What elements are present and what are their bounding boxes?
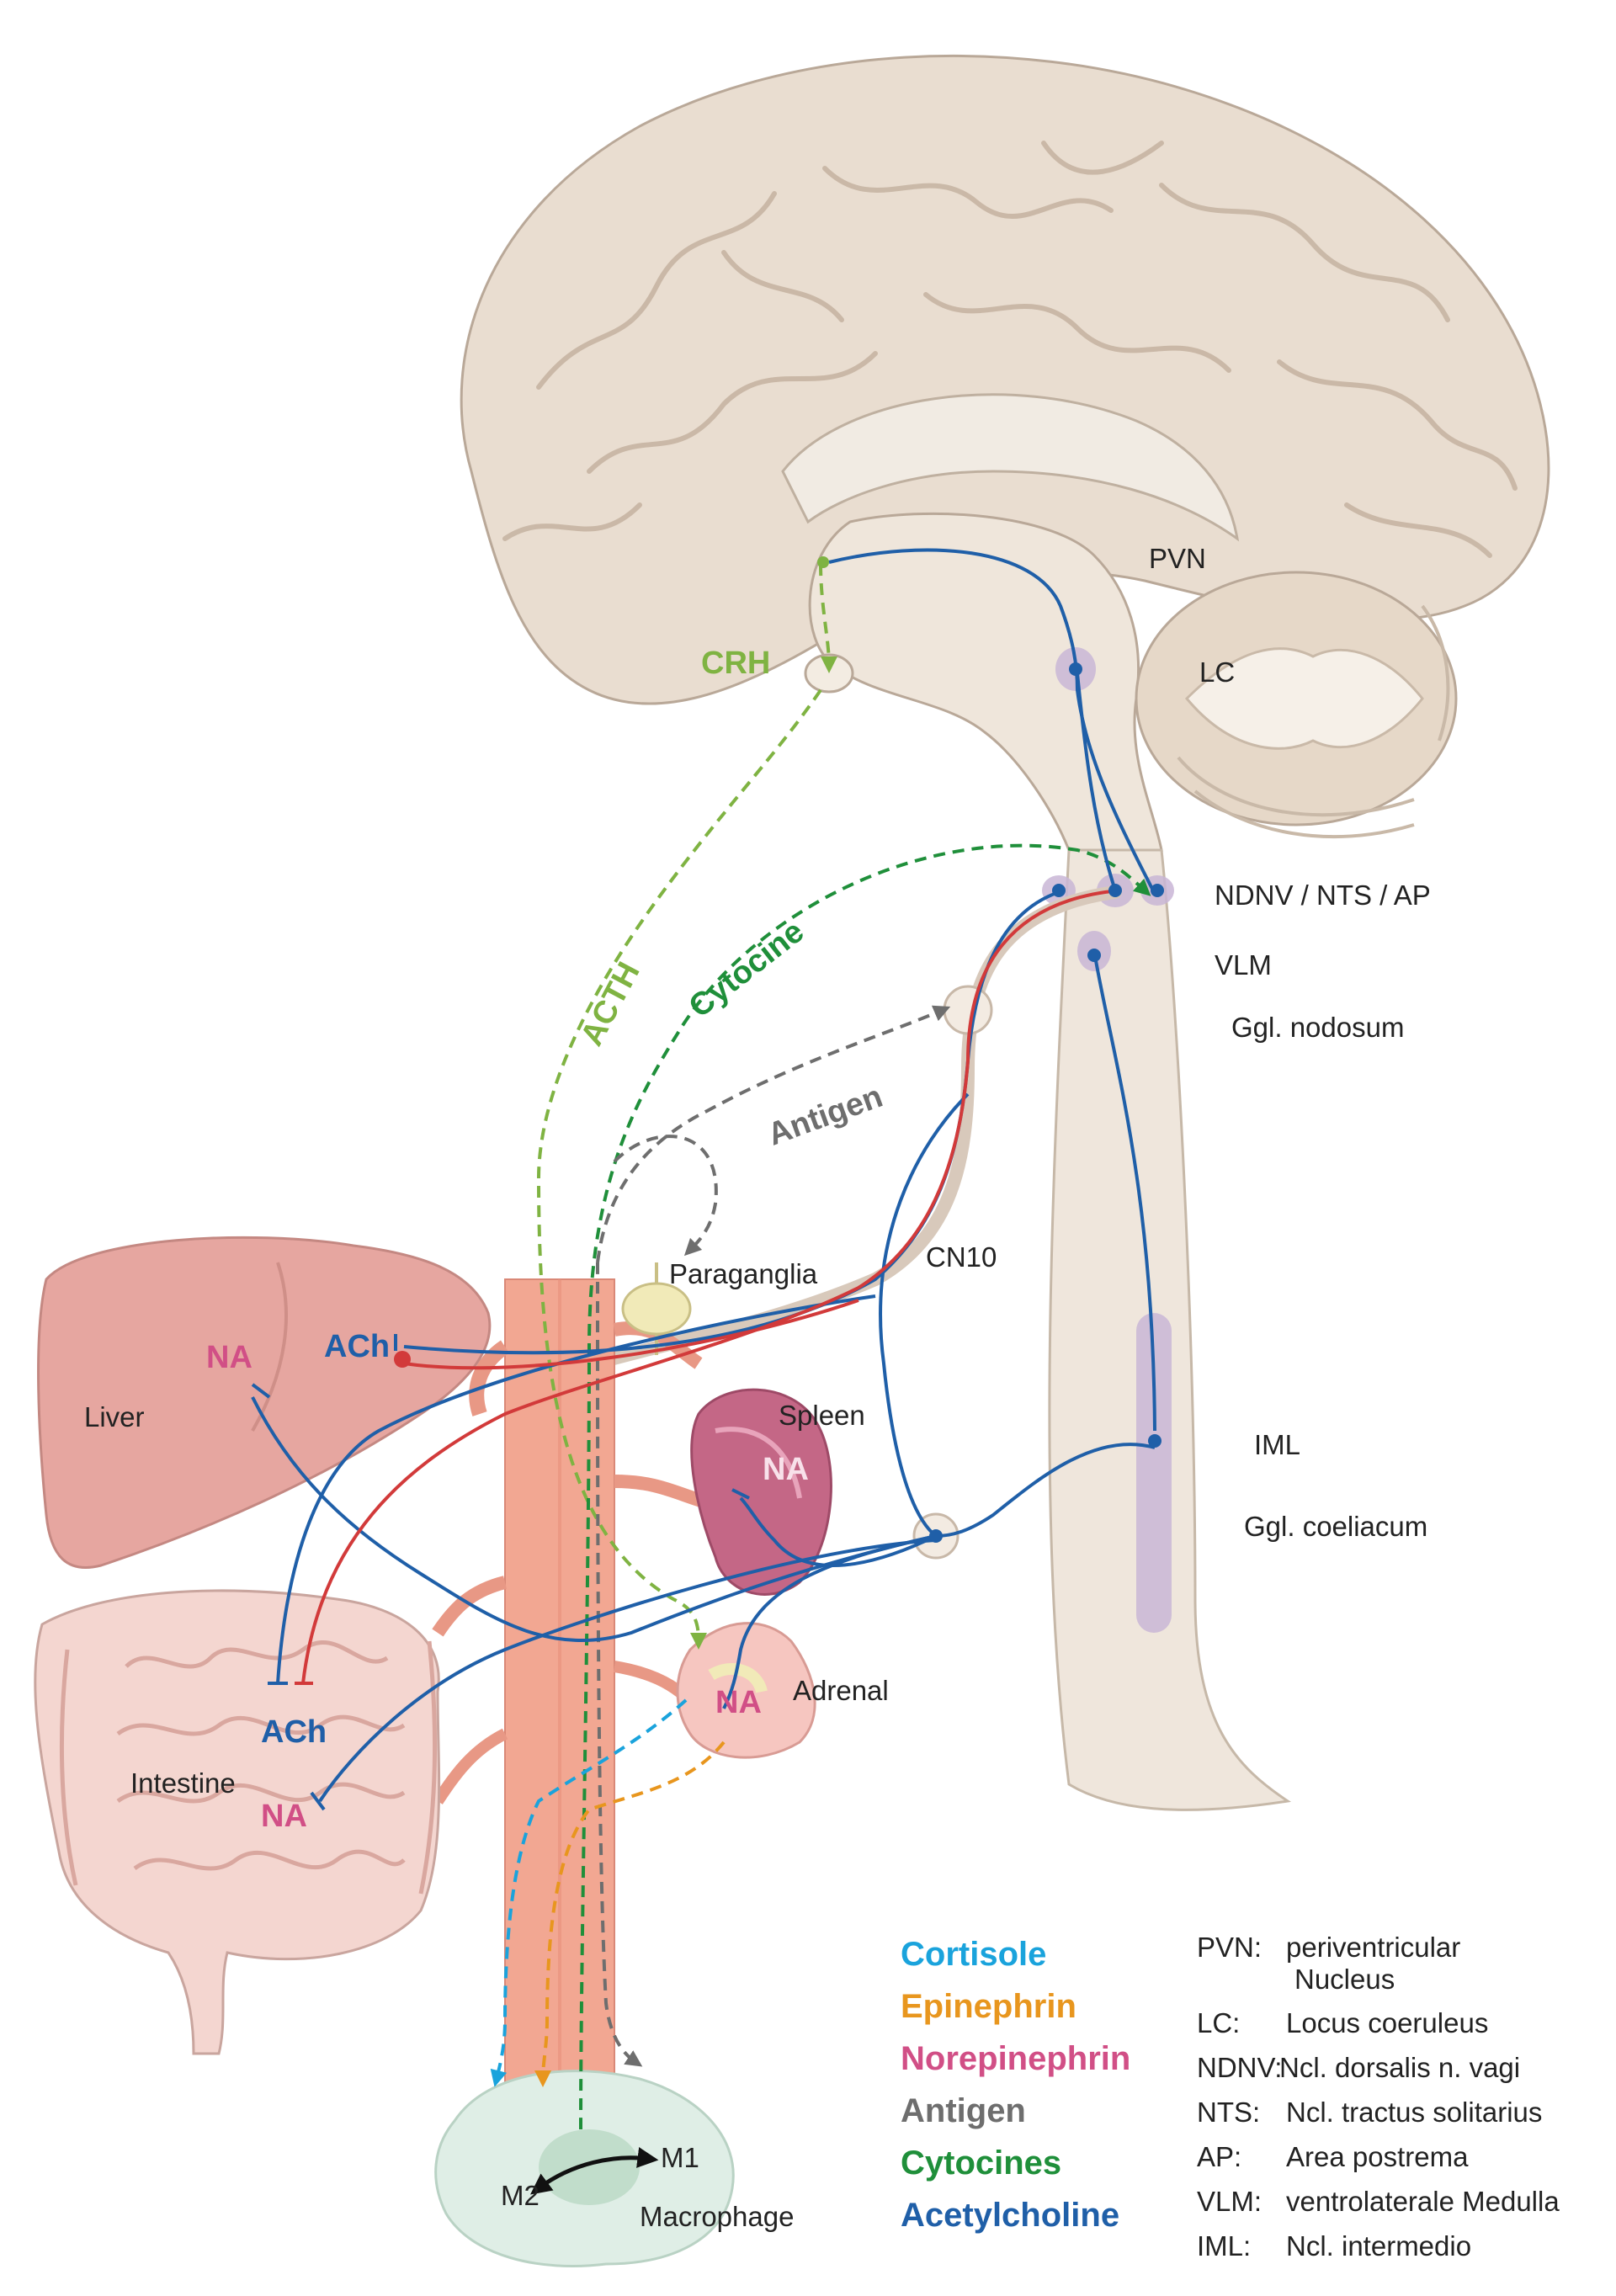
label-macrophage: Macrophage	[640, 2201, 794, 2232]
cerebellum	[1135, 571, 1458, 839]
label-iml: IML	[1254, 1429, 1300, 1460]
legend-entry-cytocines: Cytocines	[901, 2145, 1061, 2182]
label-m2: M2	[501, 2180, 540, 2211]
legend-entry-antigen: Antigen	[901, 2092, 1026, 2129]
label-acth: ACTH	[574, 957, 647, 1052]
abbr-desc-ap: Area postrema	[1286, 2141, 1469, 2172]
legend-entry-norepinephrin: Norepinephrin	[901, 2040, 1130, 2077]
abbr-key-vlm: VLM:	[1197, 2186, 1262, 2217]
label-adrenal: Adrenal	[793, 1675, 889, 1706]
label-adrenal-na: NA	[715, 1685, 762, 1720]
legend-entry-cortisole: Cortisole	[901, 1936, 1046, 1973]
legend-entry-acetylcholine: Acetylcholine	[901, 2197, 1119, 2234]
label-liver: Liver	[84, 1401, 145, 1432]
paraganglia	[621, 1262, 692, 1355]
label-ggl-coeliacum: Ggl. coeliacum	[1244, 1511, 1427, 1542]
liver	[37, 1236, 492, 1569]
label-m1: M1	[661, 2142, 699, 2173]
label-cn10: CN10	[926, 1241, 997, 1273]
label-paraganglia: Paraganglia	[669, 1258, 818, 1289]
label-pvn: PVN	[1149, 543, 1206, 574]
intestine	[34, 1589, 441, 2055]
abbr-desc-iml: Ncl. intermedio	[1286, 2230, 1471, 2261]
abbr-desc-pvn-line2: Nucleus	[1294, 1964, 1395, 1995]
abbr-key-iml: IML:	[1197, 2230, 1251, 2261]
label-lc: LC	[1199, 656, 1235, 688]
abbr-key-ap: AP:	[1197, 2141, 1241, 2172]
label-cytocine: Cytocine	[683, 914, 811, 1025]
label-intestine-ach: ACh	[261, 1714, 327, 1750]
abbr-desc-nts: Ncl. tractus solitarius	[1286, 2097, 1542, 2128]
label-spleen-na: NA	[763, 1452, 809, 1487]
label-spleen: Spleen	[779, 1400, 865, 1431]
abbr-desc-vlm: ventrolaterale Medulla	[1286, 2186, 1560, 2217]
label-ggl-nodosum: Ggl. nodosum	[1231, 1012, 1404, 1043]
abbr-key-pvn: PVN:	[1197, 1932, 1262, 1963]
abbr-desc-ndnv: Ncl. dorsalis n. vagi	[1279, 2052, 1520, 2083]
label-liver-na: NA	[206, 1340, 252, 1375]
brain-illustration	[460, 54, 1550, 1811]
label-ndnv-nts-ap: NDNV / NTS / AP	[1215, 880, 1431, 911]
legend: CortisoleEpinephrinNorepinephrinAntigenC…	[901, 1936, 1130, 2234]
abbr-desc-lc: Locus coeruleus	[1286, 2007, 1488, 2038]
label-vlm: VLM	[1215, 949, 1272, 981]
label-antigen: Antigen	[763, 1079, 887, 1153]
label-liver-ach: ACh	[324, 1329, 390, 1364]
abbr-key-nts: NTS:	[1197, 2097, 1260, 2128]
label-intestine: Intestine	[130, 1767, 236, 1799]
aorta	[432, 1278, 726, 2105]
legend-entry-epinephrin: Epinephrin	[901, 1988, 1076, 2025]
label-crh: CRH	[701, 646, 770, 681]
adrenal	[676, 1622, 816, 1759]
label-intestine-na: NA	[261, 1799, 307, 1834]
abbr-key-ndnv: NDNV:	[1197, 2052, 1282, 2083]
abbr-desc-pvn: periventricular	[1286, 1932, 1460, 1963]
abbr-key-lc: LC:	[1197, 2007, 1240, 2038]
